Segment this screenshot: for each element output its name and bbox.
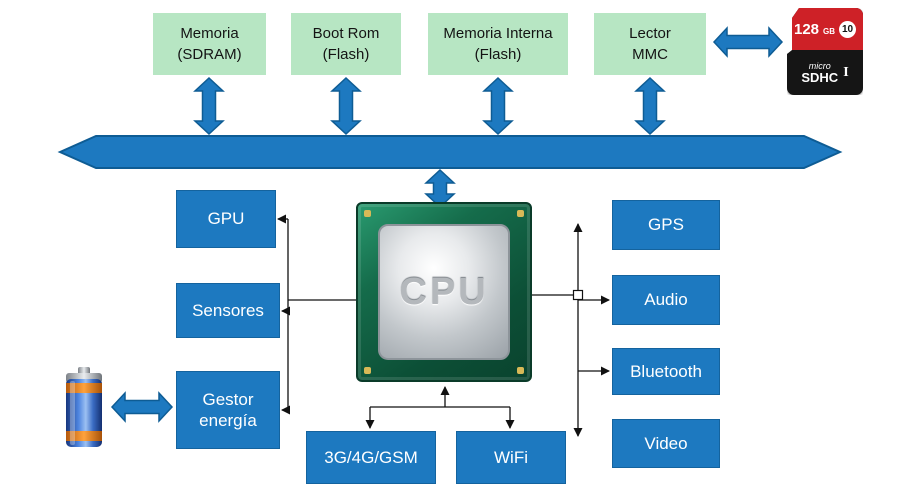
cpu-pin-icon [517, 210, 524, 217]
block-label: Lector MMC [629, 23, 671, 65]
sd-speed-class-icon: 10 [839, 20, 857, 38]
cpu-label: CPU [399, 270, 489, 313]
block-label: Audio [644, 290, 688, 310]
bus-arrow-mmc [634, 76, 666, 136]
block-label: WiFi [494, 447, 528, 467]
block-label: Video [644, 433, 688, 453]
bus-arrow-bootrom [330, 76, 362, 136]
cpu-pin-icon [364, 210, 371, 217]
block-label-line1: Memoria [180, 25, 239, 42]
bus-arrow-interna [482, 76, 514, 136]
block-gpu: GPU [176, 190, 276, 248]
block-lector-mmc: Lector MMC [594, 13, 706, 75]
sd-uhs-mark: I [843, 64, 849, 80]
block-audio: Audio [612, 275, 720, 325]
block-label-line2: MMC [632, 46, 668, 63]
block-label: Bluetooth [630, 361, 702, 381]
right-junction-node [572, 289, 584, 301]
block-label: Gestor energía [199, 389, 257, 430]
sd-brand: micro [808, 60, 831, 71]
block-label: Memoria (SDRAM) [177, 23, 241, 65]
cpu-heatspreader: CPU [378, 224, 510, 360]
sd-brand-group: micro SDHC [801, 60, 839, 85]
block-label: Sensores [192, 300, 264, 320]
block-label: GPU [207, 209, 245, 229]
block-label-line2: (Flash) [474, 46, 522, 63]
block-bluetooth: Bluetooth [612, 348, 720, 395]
block-label-line1: Memoria Interna [443, 25, 553, 42]
block-label-line2: (Flash) [322, 46, 370, 63]
block-gestor-energia: Gestor energía [176, 371, 280, 449]
microsd-top: 128 GB 10 [787, 8, 863, 50]
cpu-pin-icon [517, 367, 524, 374]
cpu-chip-icon: CPU [356, 202, 532, 382]
battery-icon [66, 367, 102, 447]
block-label: GPS [648, 215, 684, 235]
block-memoria-sdram: Memoria (SDRAM) [153, 13, 266, 75]
sd-capacity-unit: GB [823, 26, 836, 36]
block-label: 3G/4G/GSM [324, 447, 418, 467]
system-bus [57, 135, 843, 169]
block-sensores: Sensores [176, 283, 280, 338]
block-label: Memoria Interna (Flash) [443, 23, 552, 65]
bus-arrow-sdram [193, 76, 225, 136]
cpu-pin-icon [364, 367, 371, 374]
microsd-card-icon: 128 GB 10 micro SDHC I [787, 8, 863, 95]
block-label-line1: Boot Rom [312, 25, 380, 42]
battery-gestor-arrow [110, 391, 174, 423]
block-3g-4g-gsm: 3G/4G/GSM [306, 431, 436, 484]
sd-capacity: 128 [793, 20, 820, 38]
block-label: Boot Rom (Flash) [313, 23, 380, 65]
block-gps: GPS [612, 200, 720, 250]
block-label-line2: (SDRAM) [177, 46, 242, 63]
mmc-sdcard-arrow [712, 26, 784, 58]
block-label-line1: Lector [629, 25, 671, 42]
block-wifi: WiFi [456, 431, 566, 484]
sd-type: SDHC [801, 69, 839, 85]
block-video: Video [612, 419, 720, 468]
microsd-bottom: micro SDHC I [787, 50, 863, 95]
block-boot-rom: Boot Rom (Flash) [291, 13, 401, 75]
block-memoria-interna: Memoria Interna (Flash) [428, 13, 568, 75]
